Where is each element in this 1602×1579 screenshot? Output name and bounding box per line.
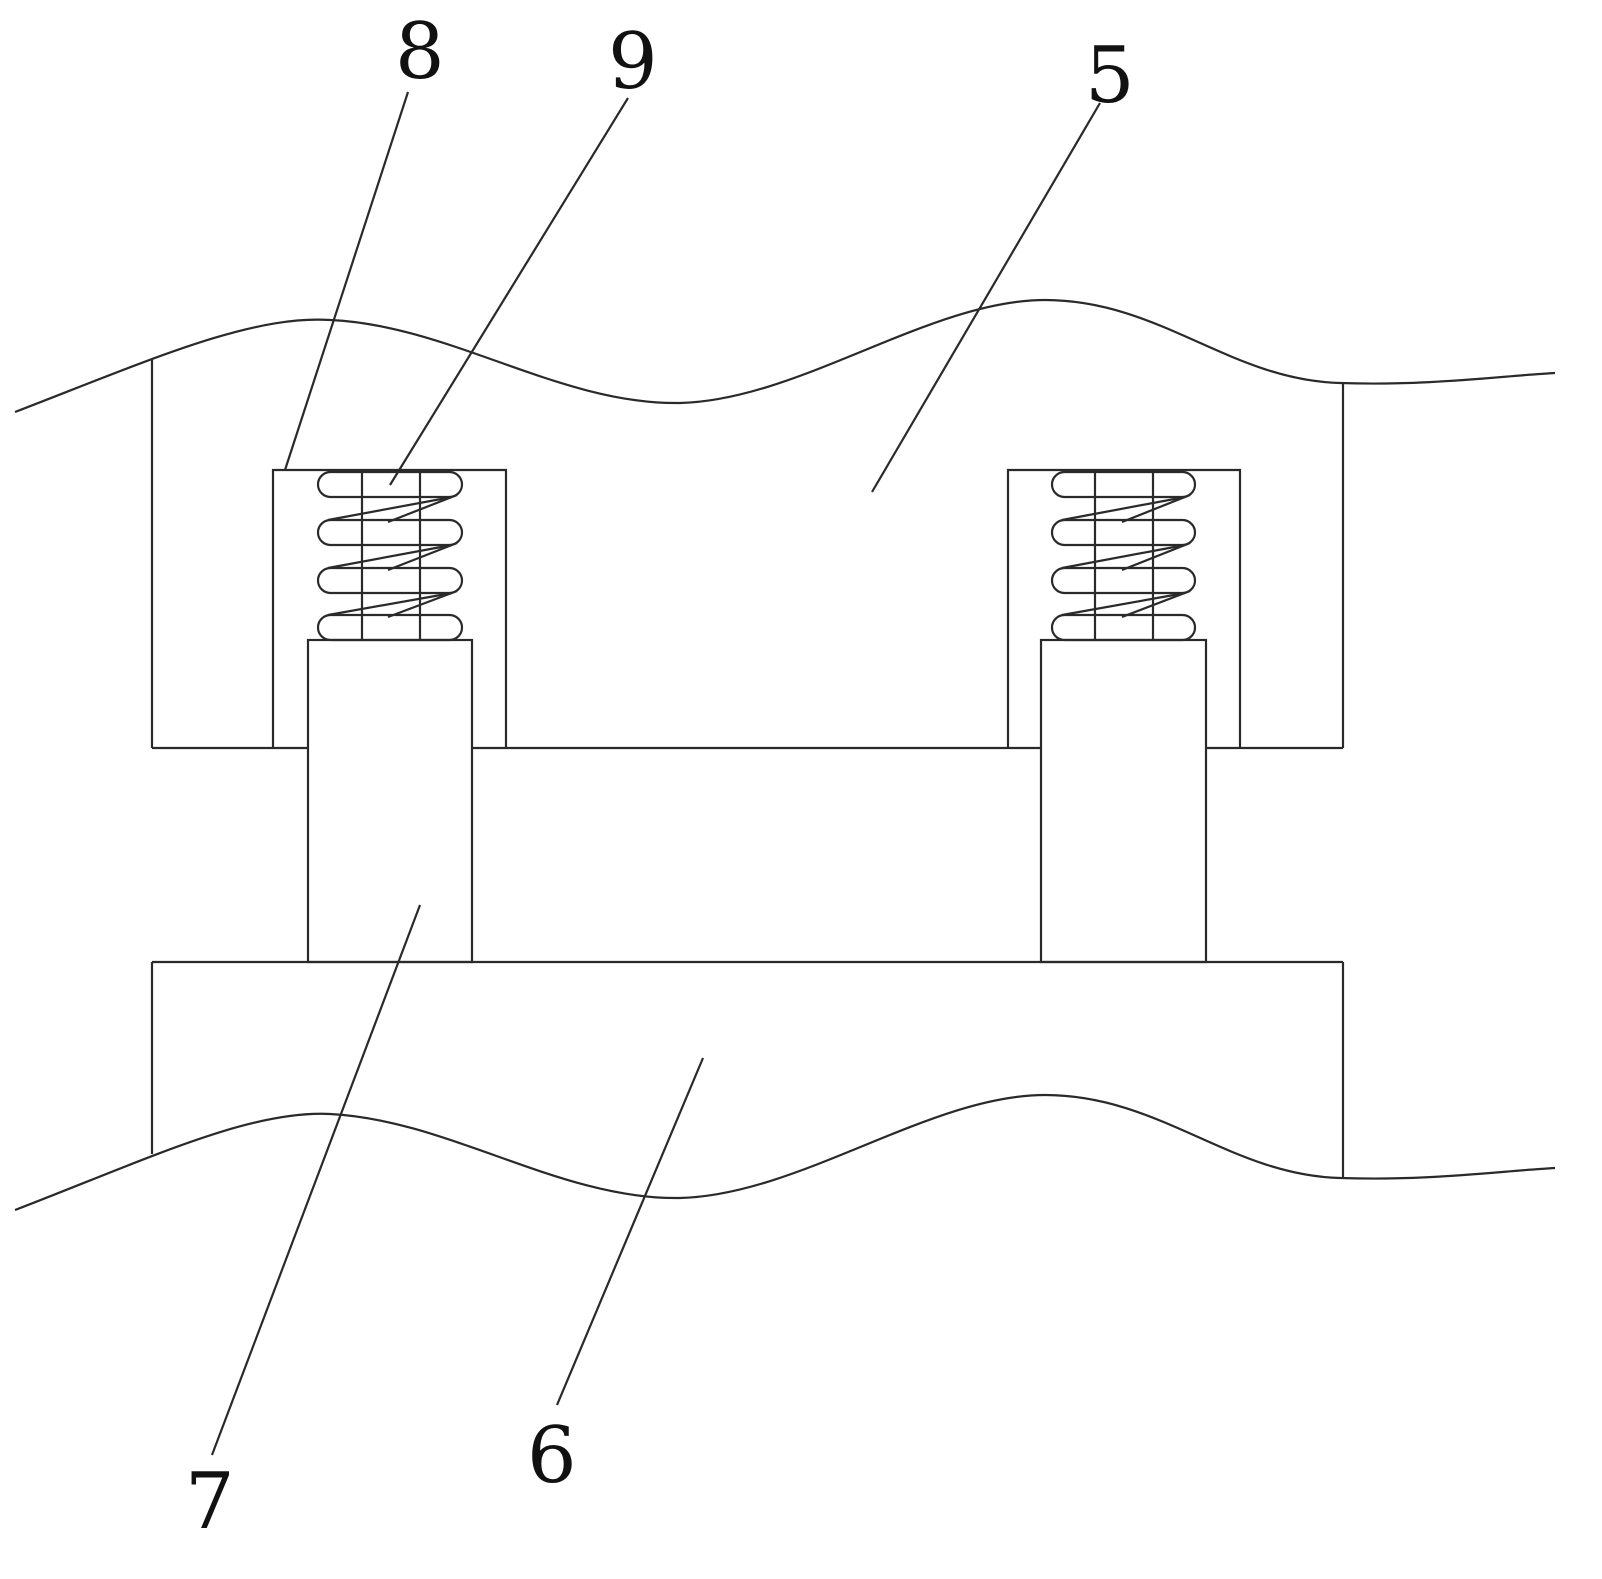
spring-wire: [387, 589, 458, 619]
spring-wire: [327, 543, 453, 570]
spring-coil: [316, 470, 464, 499]
post-7-right: [1039, 638, 1208, 964]
post-7-left: [306, 638, 474, 964]
bottom-break-line: [14, 1093, 1556, 1212]
spring-wire: [1061, 591, 1186, 617]
cavity-8-right: [1006, 468, 1242, 748]
spring-wire: [1061, 543, 1186, 570]
label-7: 7: [185, 1457, 235, 1547]
spring-wire: [1121, 541, 1191, 572]
spring-coil: [316, 518, 464, 547]
spring-coil: [1050, 613, 1197, 642]
leader-8: [283, 91, 410, 471]
cavity-8-left: [271, 468, 508, 748]
spring-wire: [327, 495, 453, 522]
label-9: 9: [608, 17, 658, 107]
spring-wire: [387, 541, 458, 572]
spring-coil: [1050, 566, 1197, 595]
leader-5: [871, 102, 1101, 493]
upper-body-5: [150, 360, 1345, 750]
spring-wire: [1061, 495, 1186, 522]
spring-coil: [1050, 470, 1197, 499]
spring-coil: [1050, 518, 1197, 547]
label-8: 8: [395, 7, 445, 97]
spring-wire: [387, 493, 458, 524]
base-6: [150, 960, 1345, 1178]
leader-6: [555, 1057, 705, 1406]
label-5: 5: [1085, 31, 1135, 121]
spring-wire: [1121, 589, 1191, 619]
label-6: 6: [527, 1411, 577, 1501]
leader-lines: [210, 91, 1101, 1456]
top-break-line: [14, 298, 1556, 414]
leader-9: [389, 97, 629, 486]
spring-9-right: [1050, 470, 1197, 642]
leader-7: [210, 904, 422, 1456]
spring-coil: [316, 613, 464, 642]
spring-9-left: [316, 470, 464, 642]
spring-wire: [1121, 493, 1191, 524]
spring-coil: [316, 566, 464, 595]
spring-wire: [327, 591, 453, 617]
